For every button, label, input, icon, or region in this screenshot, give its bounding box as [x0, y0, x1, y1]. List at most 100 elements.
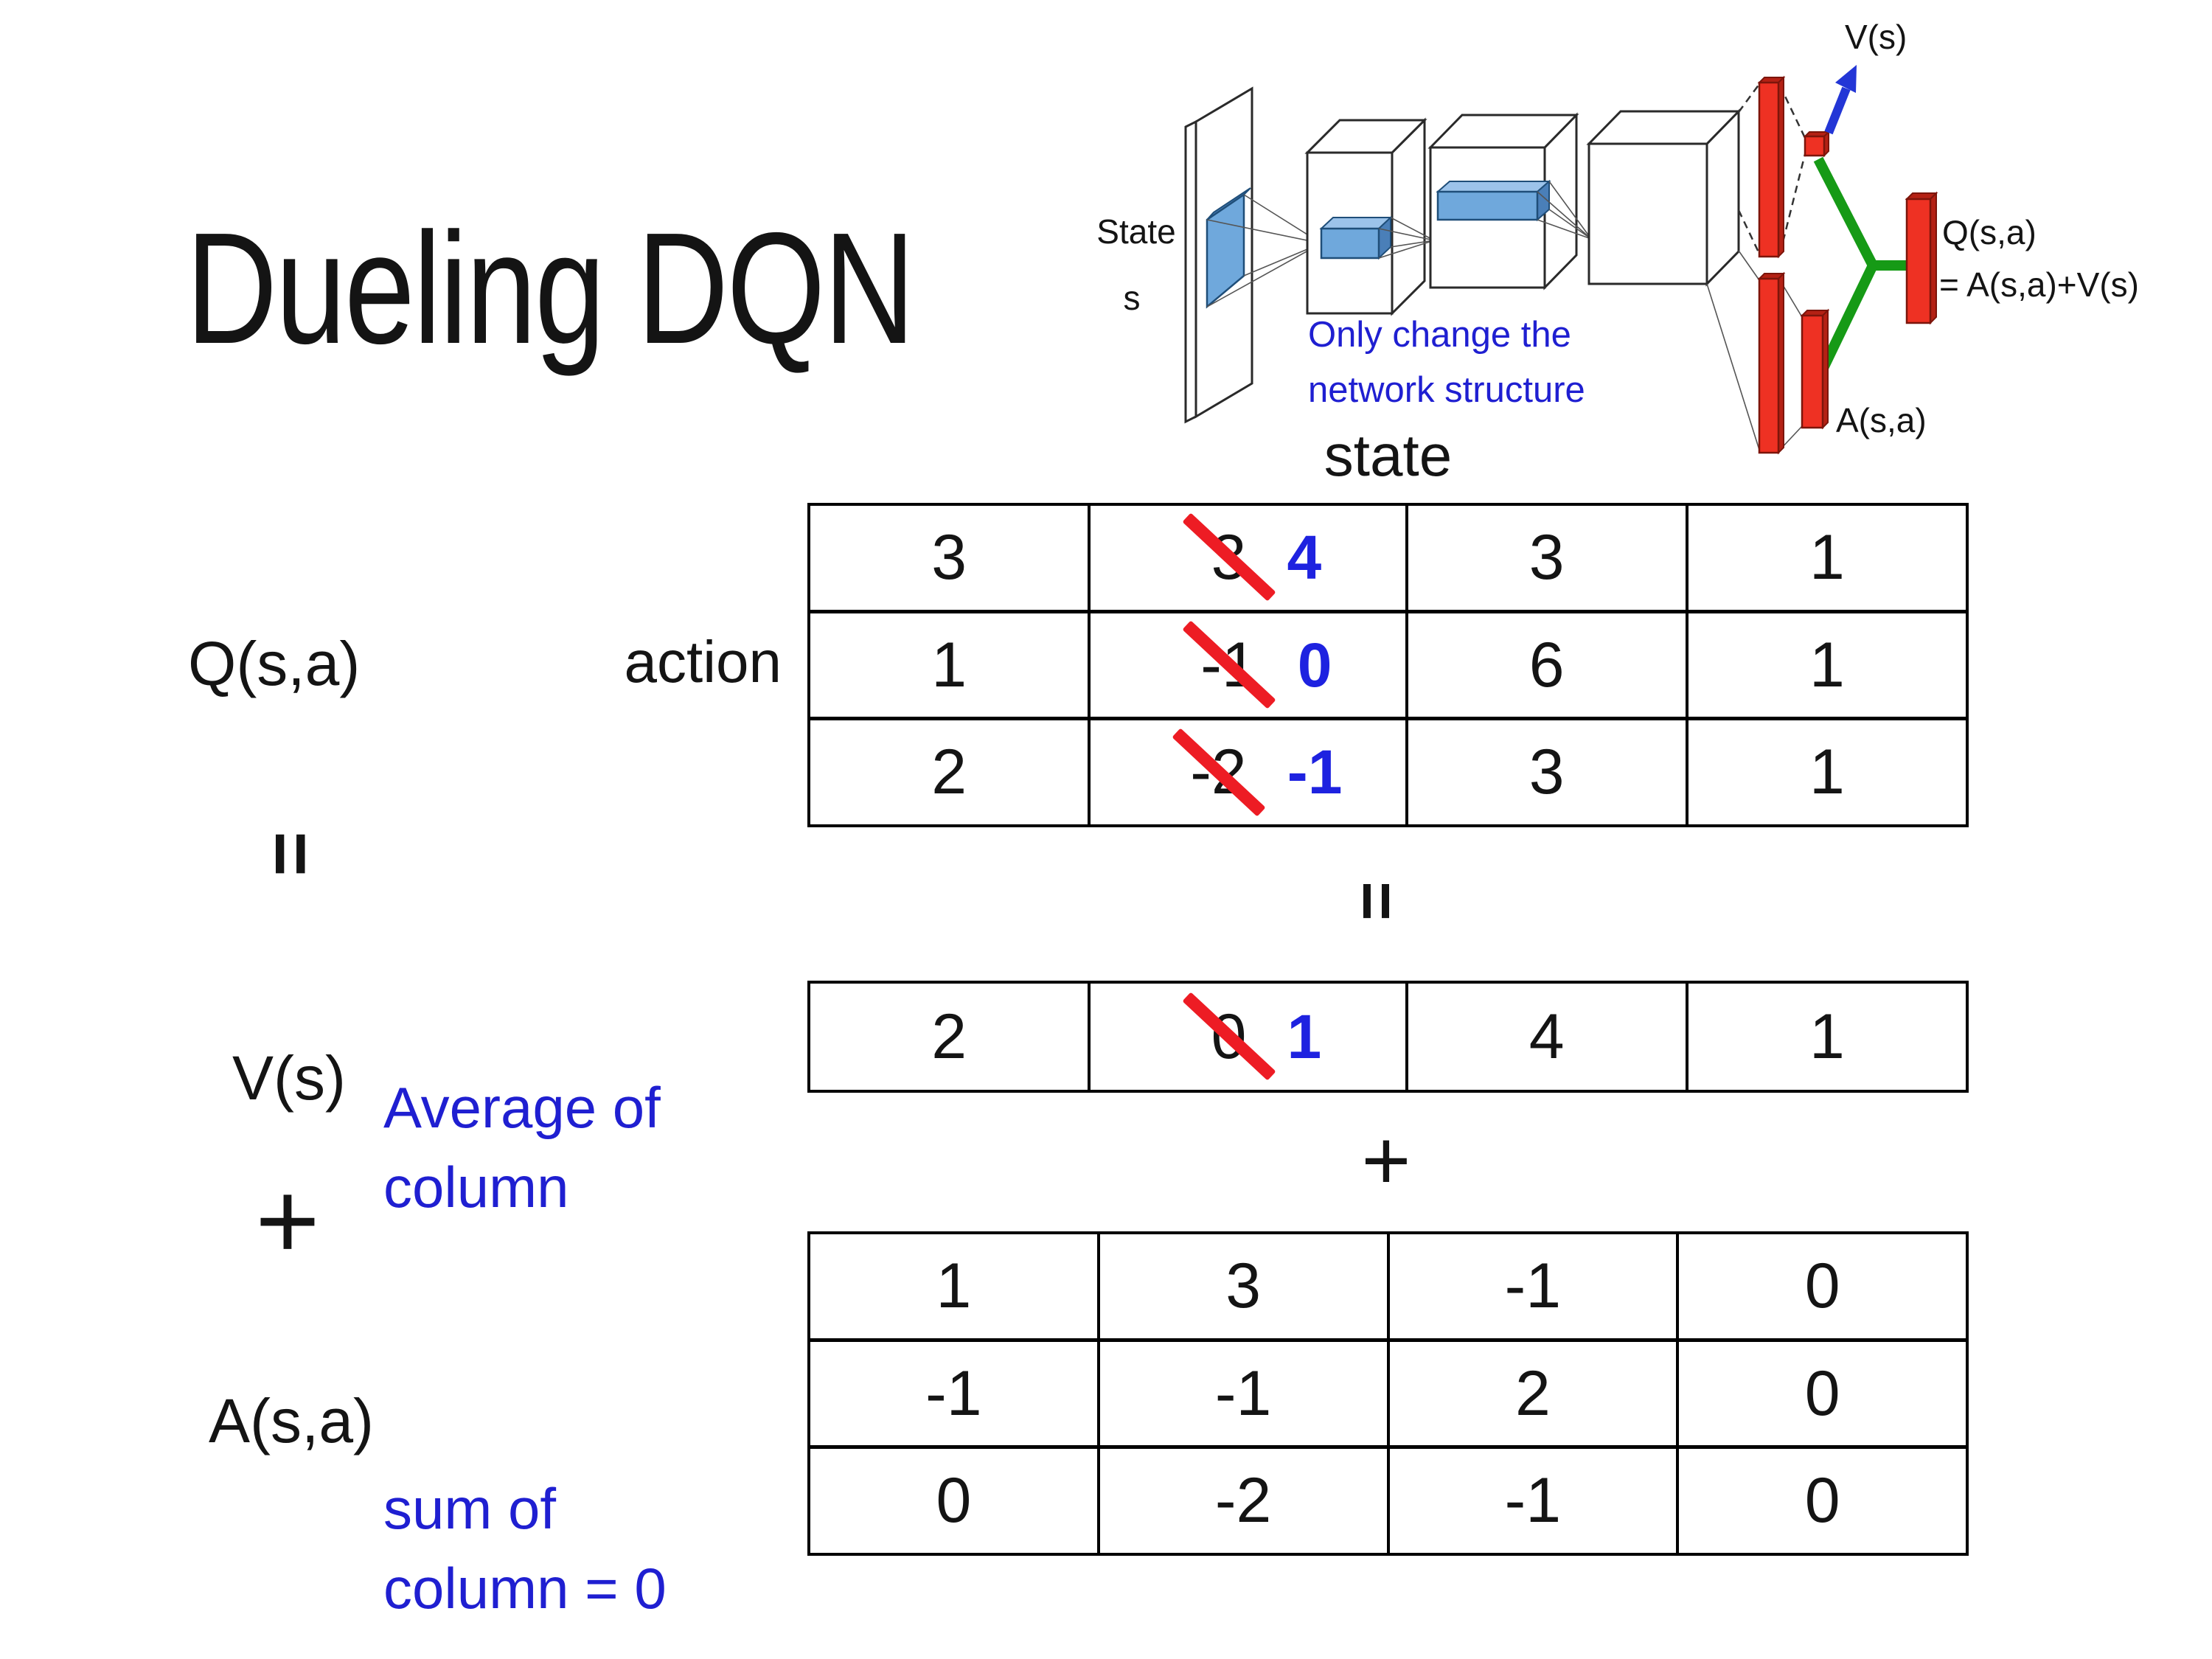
table-cell: 0	[810, 1449, 1100, 1554]
value-function-label: V(s)	[232, 1043, 346, 1113]
corrected-value: 0	[1297, 630, 1332, 700]
cell-value: -1	[925, 1357, 982, 1429]
table-row: 0 -2 -1 0	[810, 1449, 1966, 1554]
cell-value: 0	[936, 1465, 972, 1537]
q-function-label: Q(s,a)	[188, 629, 361, 698]
cell-value: 2	[931, 1001, 967, 1072]
table-cell: 0	[1679, 1449, 1966, 1553]
table-cell: -1	[1390, 1449, 1680, 1554]
table-cell: 34	[1091, 506, 1408, 610]
cell-value: 4	[1528, 1001, 1565, 1072]
diagram-q-label: Q(s,a)	[1942, 213, 2037, 251]
cell-value: 2	[1514, 1357, 1551, 1429]
table-cell: -1 0	[1091, 613, 1408, 717]
sum-of-column-note: sum of column = 0	[383, 1476, 667, 1621]
table-cell: 2	[810, 720, 1091, 825]
table-row: 33431	[810, 506, 1966, 613]
table-cell: 1	[1688, 720, 1966, 824]
plus-sign-middle: +	[1361, 1113, 1411, 1208]
cell-value: 1	[1809, 737, 1845, 808]
equals-sign-middle: =	[1339, 881, 1414, 921]
table-cell: 1	[1688, 506, 1966, 610]
table-row: 1 -1 0 6 1	[810, 613, 1966, 721]
crossed-value-wrap: -2	[1171, 728, 1266, 817]
conv-filter-2	[1436, 181, 1551, 192]
fc-bar-bottom	[1757, 271, 1786, 455]
advantage-function-label: A(s,a)	[209, 1386, 375, 1455]
table-row: 2 -2-1 3 1	[810, 720, 1966, 825]
slide-title: Dueling DQN	[186, 199, 915, 377]
table-row: 20141	[810, 984, 1966, 1090]
state-axis-label: state	[1324, 422, 1453, 488]
cell-value: 0	[1804, 1465, 1840, 1537]
table-cell: 2	[1390, 1341, 1680, 1446]
corrected-value: 4	[1287, 522, 1322, 592]
cell-value: 0	[1804, 1357, 1840, 1429]
cell-value: -1	[1504, 1465, 1562, 1537]
cell-value: 1	[1809, 629, 1845, 700]
table-cell: 3	[1100, 1234, 1390, 1338]
diagram-q-formula: = A(s,a)+V(s)	[1939, 265, 2139, 304]
advantage-matrix: 1 3 -1 0 -1 -1 2 0 0 -2 -1 0	[807, 1231, 1969, 1556]
table-cell: 3	[810, 506, 1091, 610]
table-cell: 4	[1408, 984, 1688, 1090]
cell-value: 2	[931, 737, 967, 808]
table-cell: 1	[1688, 613, 1966, 717]
table-cell: 1	[810, 613, 1091, 717]
table-cell: -2-1	[1091, 720, 1408, 825]
cell-value: -1	[1214, 1357, 1272, 1429]
diagram-note-line1: Only change the	[1308, 315, 1571, 355]
table-cell: 3	[1408, 720, 1688, 825]
diagram-state-s-label: s	[1124, 279, 1141, 317]
q-output-bar	[1905, 191, 1938, 325]
table-cell: 01	[1091, 984, 1408, 1090]
table-cell: 6	[1408, 613, 1688, 717]
cell-value: 6	[1528, 629, 1565, 700]
conv-box-3	[1586, 108, 1742, 287]
v-arrow	[1824, 65, 1857, 135]
diagram-state-label: State	[1096, 212, 1175, 251]
crossed-value-wrap: 3	[1181, 512, 1276, 602]
table-cell: -1	[810, 1341, 1100, 1446]
cell-value: -1	[1504, 1250, 1562, 1321]
table-cell: -2	[1100, 1449, 1390, 1554]
cell-value: 1	[1809, 521, 1845, 593]
table-cell: -1	[1390, 1234, 1680, 1338]
table-cell: 1	[810, 1234, 1100, 1338]
conv-box-2	[1427, 112, 1579, 291]
plus-sign-left: +	[255, 1158, 320, 1282]
table-cell: 1	[1688, 984, 1966, 1090]
table-cell: 2	[810, 984, 1091, 1090]
crossed-value-wrap: -1	[1181, 620, 1276, 709]
cell-value: 3	[1528, 737, 1565, 808]
merge-junction	[1810, 156, 1908, 388]
average-of-column-note: Average of column	[383, 1075, 661, 1220]
table-cell: -1	[1100, 1341, 1390, 1446]
fc-bar-top	[1757, 75, 1786, 259]
table-row: -1 -1 2 0	[810, 1341, 1966, 1450]
advantage-bar	[1800, 308, 1830, 430]
network-diagram: State s V(s) Q(s,a) = A(s,a)+V(s) A(s,a)…	[1096, 18, 2139, 455]
crossed-value-wrap: 0	[1181, 992, 1276, 1081]
equals-sign-left: =	[248, 831, 335, 877]
conv-box-1	[1304, 117, 1427, 316]
cell-value: 3	[1528, 521, 1565, 593]
cell-value: 1	[936, 1250, 972, 1321]
corrected-value: 1	[1287, 1001, 1322, 1071]
cell-value: 1	[931, 629, 967, 700]
table-cell: 0	[1679, 1342, 1966, 1446]
input-plane	[1184, 86, 1253, 424]
table-row: 1 3 -1 0	[810, 1234, 1966, 1342]
state-value-row: 20141	[807, 981, 1969, 1093]
table-cell: 0	[1679, 1234, 1966, 1338]
conv-cone-2	[1378, 217, 1435, 259]
cell-value: 3	[1225, 1250, 1262, 1321]
diagram-a-label: A(s,a)	[1836, 401, 1927, 439]
cell-value: -2	[1214, 1465, 1272, 1537]
conv-cone-3	[1537, 181, 1592, 240]
diagram-v-label: V(s)	[1845, 18, 1907, 56]
value-node	[1803, 130, 1831, 158]
cell-value: 0	[1804, 1250, 1840, 1321]
